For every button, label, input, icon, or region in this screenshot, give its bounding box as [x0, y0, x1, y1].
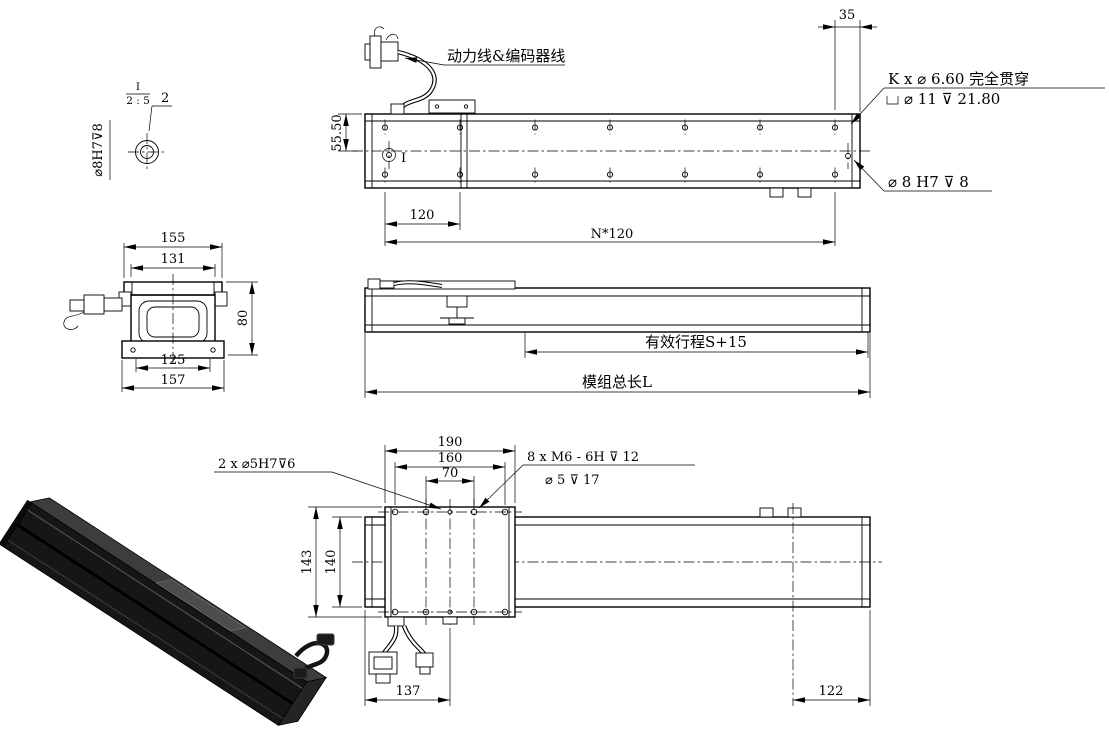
svg-text:80: 80	[236, 310, 251, 327]
dim-total-length: 模组总长L	[364, 333, 871, 398]
thru-hole-note: K x ⌀ 6.60 完全贯穿	[888, 70, 1029, 88]
sensor-bracket	[440, 295, 474, 325]
dim-hole-pitch: 120 N*120	[384, 192, 836, 246]
detail-view-label: I	[136, 81, 140, 93]
svg-text:143: 143	[300, 550, 315, 575]
svg-text:70: 70	[442, 466, 459, 481]
bottom-view: 190 160 70 2 x ⌀5H7⊽6 8 x M6 - 6H ⊽ 12 ⌀…	[214, 435, 882, 706]
iso-cable	[293, 633, 335, 679]
svg-text:157: 157	[161, 373, 186, 388]
svg-text:120: 120	[410, 208, 435, 223]
svg-text:160: 160	[438, 451, 463, 466]
dim-140: 140	[324, 516, 362, 608]
dim-70: 70	[425, 466, 475, 505]
top-view: I 动力线&编码器线	[330, 8, 1105, 246]
svg-text:模组总长L: 模组总长L	[582, 373, 652, 391]
cable-connector	[364, 26, 437, 115]
tap-callout: 8 x M6 - 6H ⊽ 12 ⌀ 5 ⊽ 17	[478, 450, 695, 509]
svg-text:125: 125	[161, 353, 186, 368]
dim-122: 122	[792, 503, 871, 706]
svg-text:190: 190	[438, 435, 463, 450]
thru-hole-callout: K x ⌀ 6.60 完全贯穿 ⌀ 11 ⊽ 21.80	[850, 70, 1105, 125]
svg-text:131: 131	[161, 252, 186, 267]
dim-stroke: 有效行程S+15	[524, 333, 869, 358]
cable-callout: 动力线&编码器线	[404, 47, 565, 66]
svg-text:N*120: N*120	[591, 227, 634, 242]
svg-text:有效行程S+15: 有效行程S+15	[645, 333, 747, 351]
tap-note: 8 x M6 - 6H ⊽ 12	[527, 450, 639, 465]
svg-text:140: 140	[324, 550, 339, 575]
tap-note-2: ⌀ 5 ⊽ 17	[545, 473, 600, 488]
detail-view: I 2 : 5 2 ⌀8H7⊽8	[91, 81, 172, 180]
dim-157: 157	[121, 360, 225, 392]
dim-143: 143	[300, 506, 382, 618]
front-view: 155 131 80 125 157	[63, 231, 258, 392]
svg-text:155: 155	[161, 231, 186, 246]
iso-3d-view	[0, 497, 328, 726]
detail-view-scale: 2 : 5	[126, 95, 150, 107]
dim-155: 155	[123, 231, 223, 278]
balloon-label: 2	[161, 91, 169, 106]
dowel-note: 2 x ⌀5H7⊽6	[218, 457, 295, 472]
dim-190: 190	[384, 435, 516, 503]
svg-text:35: 35	[839, 8, 856, 23]
dim-125: 125	[135, 353, 211, 372]
iso-carriage	[155, 579, 247, 632]
cable-note: 动力线&编码器线	[447, 47, 565, 65]
dim-end-offset: 35	[818, 8, 877, 112]
pin-hole-note: ⌀ 8 H7 ⊽ 8	[888, 173, 969, 191]
dim-160: 160	[394, 451, 506, 505]
side-connector	[63, 294, 123, 330]
carriage-holes	[378, 499, 522, 625]
svg-text:137: 137	[396, 684, 421, 699]
mounting-holes	[381, 119, 839, 183]
detail-marker-label: I	[401, 151, 406, 166]
counterbore-note: ⌀ 11 ⊽ 21.80	[904, 90, 1000, 108]
dim-center-height: 55.50	[330, 113, 362, 152]
svg-text:122: 122	[819, 684, 844, 699]
svg-text:55.50: 55.50	[330, 114, 345, 151]
side-view: 有效行程S+15 模组总长L	[364, 278, 871, 398]
dim-131: 131	[130, 252, 216, 277]
pin-hole-callout: ⌀ 8 H7 ⊽ 8	[853, 159, 992, 192]
bottom-cables	[368, 616, 458, 684]
detail-hole-note: ⌀8H7⊽8	[91, 123, 106, 177]
side-cable	[367, 278, 443, 290]
dim-80: 80	[226, 281, 258, 356]
dowel-callout: 2 x ⌀5H7⊽6	[214, 457, 442, 510]
counterbore-icon	[886, 96, 899, 105]
dim-137: 137	[364, 610, 451, 706]
